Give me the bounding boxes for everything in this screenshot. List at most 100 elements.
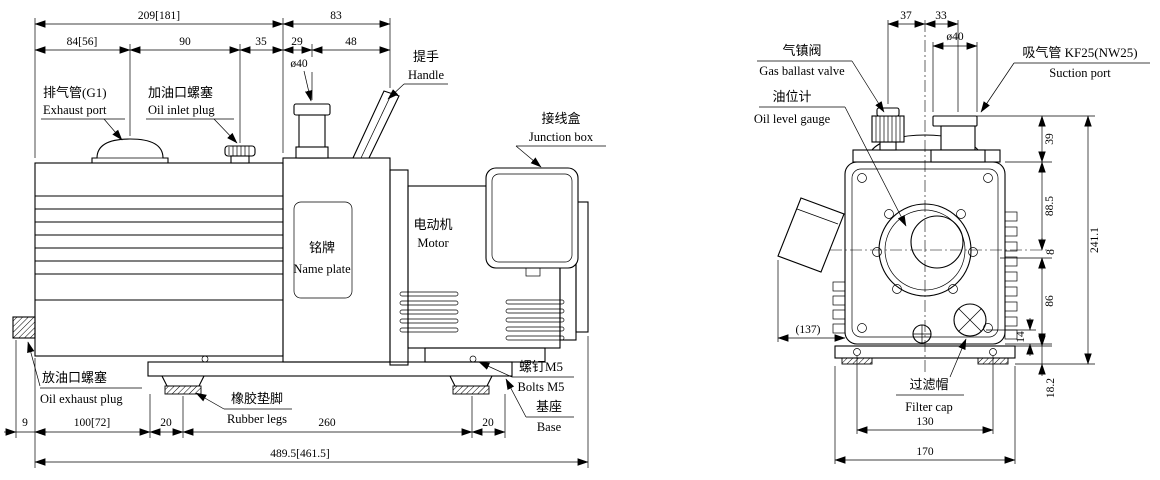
motor [389, 169, 589, 366]
dim-170: 170 [916, 446, 934, 458]
base-plate [147, 361, 513, 377]
exhaust-port-label-cn: 排气管(G1) [43, 85, 107, 100]
dim-37: 37 [900, 10, 912, 22]
side-dims-top: 209[181] 83 84[56] 90 35 29 48 ø40 [34, 10, 391, 158]
suction-port-label-cn: 吸气管 KF25(NW25) [1022, 45, 1137, 60]
suction-port-front [930, 115, 986, 163]
label-base: 基座 Base [505, 378, 574, 434]
label-junction-box: 接线盒 Junction box [515, 111, 606, 168]
dim-seg-9: 9 [22, 417, 28, 429]
base-bolt-left [853, 348, 861, 356]
dim-seg-29: 29 [291, 36, 303, 48]
bolt-m5-left [201, 355, 209, 363]
oil-drain-label-en: Oil exhaust plug [40, 392, 123, 406]
junction-box [485, 167, 579, 277]
side-dims-bottom: 9 100[72] 20 260 20 489.5[461.5] [4, 336, 589, 468]
front-dims-left: (137) [777, 260, 846, 342]
motor-vents [399, 291, 565, 341]
oil-inlet-plug [224, 145, 256, 164]
filter-cap-label-cn: 过滤帽 [909, 377, 948, 392]
dim-pipe-dia-side: ø40 [290, 58, 308, 70]
oil-inlet-label-cn: 加油口螺塞 [148, 85, 213, 100]
suction-port-label-en: Suction port [1049, 66, 1111, 80]
dim-130: 130 [916, 416, 934, 428]
dim-137: (137) [796, 324, 821, 336]
handle [352, 90, 400, 159]
label-oil-inlet-plug: 加油口螺塞 Oil inlet plug [146, 85, 238, 144]
dim-88-5: 88.5 [1044, 196, 1056, 216]
exhaust-port-dome [91, 138, 169, 163]
side-fins-left [832, 281, 846, 334]
label-motor: 电动机 Motor [413, 217, 452, 250]
oil-drain-label-cn: 放油口螺塞 [42, 370, 107, 385]
dim-seg-260: 260 [318, 417, 336, 429]
dim-seg-100: 100[72] [74, 417, 110, 429]
cooling-fins [35, 195, 283, 301]
motor-label-cn: 电动机 [413, 217, 452, 232]
dim-overall-length: 489.5[461.5] [270, 448, 329, 460]
nameplate [293, 201, 353, 299]
motor-flange [389, 169, 409, 366]
oil-drain-plug [12, 316, 36, 339]
nameplate-label-en: Name plate [293, 262, 351, 276]
side-fins-right [1004, 211, 1018, 340]
label-oil-level-gauge: 油位计 Oil level gauge [754, 89, 907, 227]
label-oil-drain-plug: 放油口螺塞 Oil exhaust plug [27, 341, 142, 406]
pump-face [832, 161, 1018, 345]
label-suction-port: 吸气管 KF25(NW25) Suction port [980, 45, 1150, 113]
dim-overall-top: 209[181] [138, 10, 180, 22]
front-dims-top: 37 33 ø40 [887, 10, 978, 112]
rubber-leg-right [452, 385, 490, 395]
dim-pipe-dia-front: ø40 [946, 31, 964, 43]
side-view: 排气管(G1) Exhaust port 加油口螺塞 Oil inlet plu… [4, 10, 606, 468]
label-handle: 提手 Handle [387, 49, 448, 100]
stator-circle [878, 203, 972, 297]
label-exhaust-port: 排气管(G1) Exhaust port [41, 85, 125, 141]
rubber-legs-label-en: Rubber legs [227, 412, 287, 426]
rubber-legs-label-cn: 橡胶垫脚 [231, 391, 283, 406]
front-dims-right: 39 88.5 8 86 14 18.2 241.1 [977, 115, 1101, 398]
label-nameplate: 铭牌 Name plate [293, 240, 351, 276]
junction-box-label-cn: 接线盒 [541, 111, 580, 126]
fan-cover [575, 201, 589, 333]
filter-cap-circle [953, 303, 987, 337]
dim-8: 8 [1045, 249, 1057, 255]
dim-seg-35: 35 [255, 36, 267, 48]
bolt-m5-right [469, 355, 477, 363]
handle-label-en: Handle [408, 68, 445, 82]
label-rubber-legs: 橡胶垫脚 Rubber legs [195, 391, 292, 426]
base-label-cn: 基座 [536, 399, 562, 414]
base-foot-left [161, 375, 205, 387]
label-bolts-m5: 螺钉M5 Bolts M5 [478, 359, 574, 394]
dim-seg-90: 90 [179, 36, 191, 48]
dim-18-2: 18.2 [1045, 378, 1057, 398]
pump-head [282, 157, 391, 363]
handle-label-cn: 提手 [413, 49, 439, 64]
base-bolt-right [989, 348, 997, 356]
gas-ballast-label-cn: 气镇阀 [782, 43, 821, 58]
dim-seg-48: 48 [345, 36, 357, 48]
filter-cap-label-en: Filter cap [905, 400, 953, 414]
dim-seg-84: 84[56] [67, 36, 98, 48]
rubber-leg-left [164, 385, 202, 395]
oil-inlet-label-en: Oil inlet plug [148, 103, 215, 117]
front-view: 气镇阀 Gas ballast valve 吸气管 KF25(NW25) Suc… [754, 10, 1150, 464]
front-dims-bottom: 130 170 [834, 356, 1016, 464]
drain-cross-circle [912, 324, 932, 344]
gas-ballast-valve [871, 107, 905, 151]
base-foot-right [449, 375, 493, 387]
dim-39: 39 [1044, 133, 1056, 145]
bolts-label-cn: 螺钉M5 [519, 359, 563, 374]
suction-pipe [293, 103, 331, 159]
exhaust-port-label-en: Exhaust port [43, 103, 107, 117]
dim-seg-20-left: 20 [160, 417, 172, 429]
dim-head-top: 83 [330, 10, 342, 22]
nameplate-label-cn: 铭牌 [309, 240, 335, 255]
bolts-label-en: Bolts M5 [518, 380, 565, 394]
rotor-circle [910, 215, 964, 269]
gas-ballast-label-en: Gas ballast valve [759, 64, 845, 78]
label-gas-ballast: 气镇阀 Gas ballast valve [757, 43, 885, 113]
base [147, 355, 513, 395]
dim-33: 33 [935, 10, 947, 22]
